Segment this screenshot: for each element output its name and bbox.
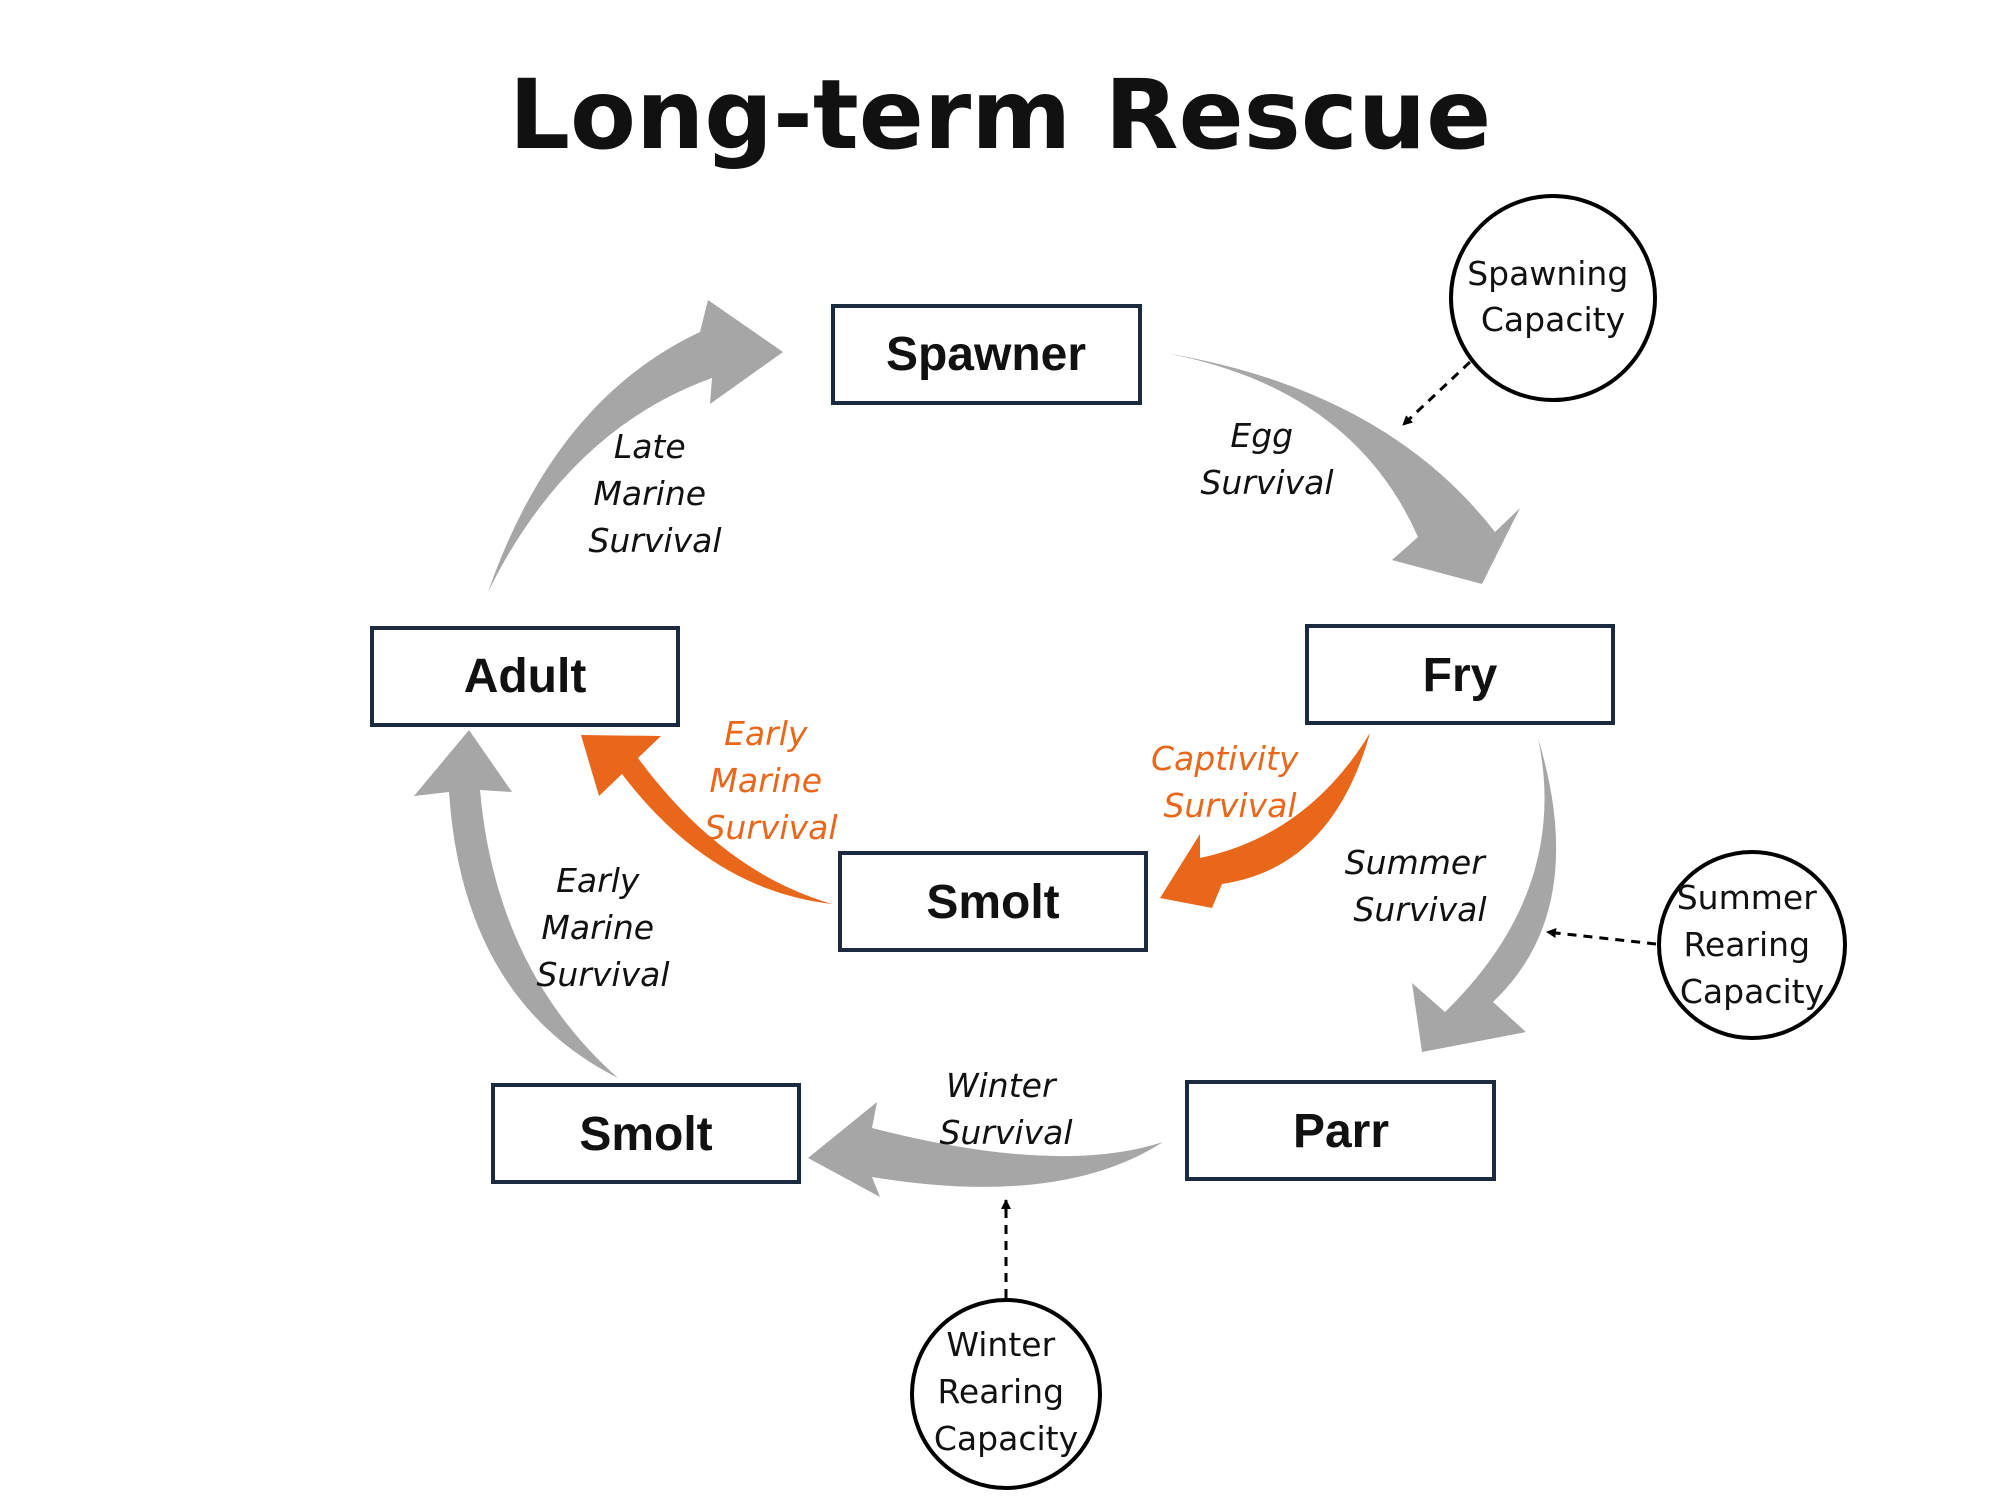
stage-parr: Parr bbox=[1185, 1080, 1496, 1181]
arrow-fry-to-smolt-captivity bbox=[1160, 733, 1370, 908]
capacity-winter-rearing: Winter Rearing Capacity bbox=[910, 1298, 1102, 1490]
capacity-winter-rearing-line: Rearing bbox=[937, 1372, 1064, 1411]
arrow-spawner-to-fry bbox=[1165, 353, 1520, 584]
stage-spawner-label: Spawner bbox=[886, 328, 1086, 381]
label-late-marine-survival-line: Marine bbox=[593, 474, 706, 513]
capacity-spawning-line: Capacity bbox=[1481, 300, 1625, 339]
diagram-title: Long-term Rescue bbox=[509, 59, 1491, 171]
label-egg-survival: Egg Survival bbox=[1200, 416, 1333, 502]
label-late-marine-survival-line: Survival bbox=[588, 521, 721, 560]
label-late-marine-survival-line: Late bbox=[614, 427, 686, 466]
label-winter-survival: Winter Survival bbox=[939, 1066, 1072, 1152]
capacity-summer-rearing-line: Capacity bbox=[1680, 972, 1824, 1011]
label-captive-early-marine-survival: Early Marine Survival bbox=[704, 714, 837, 847]
label-early-marine-survival-line: Survival bbox=[536, 955, 669, 994]
label-winter-survival-line: Winter bbox=[946, 1066, 1058, 1105]
capacity-spawning-label: Spawning Capacity bbox=[1467, 254, 1639, 339]
arrow-parr-to-smolt bbox=[808, 1102, 1163, 1197]
capacity-spawning: Spawning Capacity bbox=[1449, 194, 1657, 402]
label-captive-early-marine-survival-line: Marine bbox=[709, 761, 822, 800]
capacity-winter-rearing-label: Winter Rearing Capacity bbox=[934, 1325, 1078, 1458]
capacity-summer-rearing-line: Summer bbox=[1677, 878, 1817, 917]
label-egg-survival-line: Egg bbox=[1230, 416, 1293, 455]
stage-adult: Adult bbox=[370, 626, 680, 727]
capacity-spawning-line: Spawning bbox=[1467, 254, 1628, 293]
stage-adult-label: Adult bbox=[464, 650, 587, 703]
label-egg-survival-line: Survival bbox=[1200, 463, 1333, 502]
label-summer-survival: Summer Survival bbox=[1345, 843, 1496, 929]
stage-fry: Fry bbox=[1305, 624, 1615, 725]
label-late-marine-survival: Late Marine Survival bbox=[588, 427, 721, 560]
stage-smolt-captive: Smolt bbox=[838, 851, 1148, 952]
arrow-fry-to-parr bbox=[1412, 738, 1557, 1052]
label-summer-survival-line: Survival bbox=[1353, 890, 1486, 929]
stage-parr-label: Parr bbox=[1293, 1105, 1389, 1158]
dashed-arrow-spawning bbox=[1401, 360, 1472, 427]
label-early-marine-survival-line: Early bbox=[556, 861, 640, 900]
capacity-winter-rearing-line: Winter bbox=[946, 1325, 1055, 1364]
label-captive-early-marine-survival-line: Survival bbox=[704, 808, 837, 847]
arrow-smolt-to-adult-captive bbox=[581, 735, 832, 904]
label-winter-survival-line: Survival bbox=[939, 1113, 1072, 1152]
capacity-summer-rearing-line: Rearing bbox=[1683, 925, 1810, 964]
capacity-winter-rearing-line: Capacity bbox=[934, 1419, 1078, 1458]
stage-smolt-wild-label: Smolt bbox=[579, 1108, 712, 1161]
label-early-marine-survival: Early Marine Survival bbox=[536, 861, 669, 994]
stage-smolt-wild: Smolt bbox=[491, 1083, 801, 1184]
label-captive-early-marine-survival-line: Early bbox=[724, 714, 808, 753]
arrow-smolt-to-adult bbox=[414, 730, 618, 1078]
label-captivity-survival-line: Captivity bbox=[1151, 739, 1299, 778]
label-captivity-survival: Captivity Survival bbox=[1151, 739, 1309, 825]
stage-fry-label: Fry bbox=[1423, 649, 1498, 702]
label-early-marine-survival-line: Marine bbox=[541, 908, 654, 947]
arrow-adult-to-spawner bbox=[488, 300, 783, 592]
dashed-arrow-summer-rearing bbox=[1546, 928, 1657, 946]
capacity-summer-rearing: Summer Rearing Capacity bbox=[1657, 850, 1847, 1040]
label-summer-survival-line: Summer bbox=[1345, 843, 1487, 882]
stage-spawner: Spawner bbox=[831, 304, 1142, 405]
stage-smolt-captive-label: Smolt bbox=[926, 876, 1059, 929]
label-captivity-survival-line: Survival bbox=[1163, 786, 1296, 825]
capacity-summer-rearing-label: Summer Rearing Capacity bbox=[1677, 878, 1828, 1011]
